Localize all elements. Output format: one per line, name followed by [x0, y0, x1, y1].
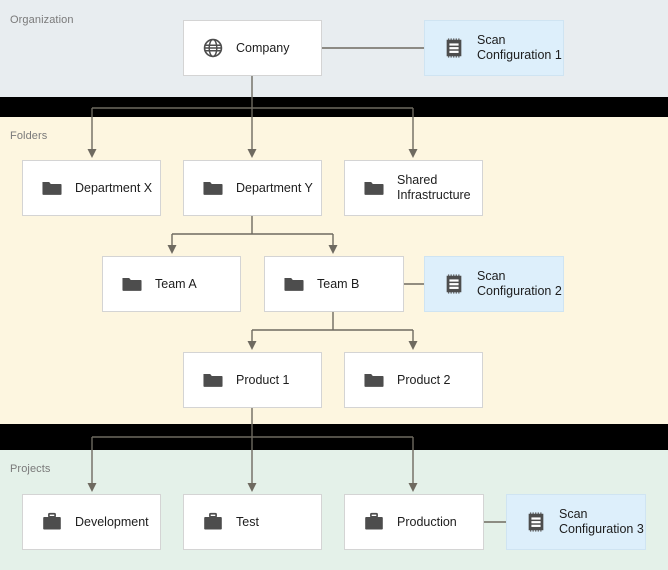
- folder-icon: [203, 374, 223, 387]
- node-label: Department Y: [236, 180, 313, 195]
- node-label: Product 2: [397, 372, 451, 387]
- globe-icon: [203, 38, 223, 58]
- band-organization: [0, 0, 668, 97]
- scan-configuration-icon: [528, 512, 544, 532]
- node-label: Test: [236, 514, 259, 529]
- node-scan-configuration-1[interactable]: Scan Configuration 1: [424, 20, 564, 76]
- node-label: Team B: [317, 276, 360, 291]
- node-label: Development: [75, 514, 149, 529]
- node-shared-infrastructure[interactable]: Shared Infrastructure: [344, 160, 483, 216]
- folder-icon: [42, 182, 62, 195]
- node-production[interactable]: Production: [344, 494, 484, 550]
- node-scan-configuration-2[interactable]: Scan Configuration 2: [424, 256, 564, 312]
- folder-icon: [122, 278, 142, 291]
- node-team-a[interactable]: Team A: [102, 256, 241, 312]
- node-department-y[interactable]: Department Y: [183, 160, 322, 216]
- node-label: Scan Configuration 2: [477, 269, 562, 298]
- node-label: Department X: [75, 180, 153, 195]
- node-department-x[interactable]: Department X: [22, 160, 161, 216]
- scan-configuration-icon: [446, 274, 462, 294]
- node-product-1[interactable]: Product 1: [183, 352, 322, 408]
- node-company[interactable]: Company: [183, 20, 322, 76]
- briefcase-icon: [365, 512, 383, 530]
- node-test[interactable]: Test: [183, 494, 322, 550]
- node-label: Production: [397, 514, 457, 529]
- node-label: Team A: [155, 276, 197, 291]
- band-label-organization: Organization: [10, 14, 74, 26]
- scan-configuration-icon: [446, 38, 462, 58]
- node-label: Scan Configuration 3: [559, 507, 644, 536]
- node-label: Shared Infrastructure: [397, 173, 471, 202]
- folder-icon: [284, 278, 304, 291]
- folder-icon: [203, 182, 223, 195]
- briefcase-icon: [43, 512, 61, 530]
- folder-icon: [364, 182, 384, 195]
- node-team-b[interactable]: Team B: [264, 256, 404, 312]
- node-scan-configuration-3[interactable]: Scan Configuration 3: [506, 494, 646, 550]
- band-label-projects: Projects: [10, 463, 51, 475]
- node-label: Scan Configuration 1: [477, 33, 562, 62]
- node-label: Product 1: [236, 372, 290, 387]
- band-label-folders: Folders: [10, 130, 48, 142]
- briefcase-icon: [204, 512, 222, 530]
- folder-icon: [364, 374, 384, 387]
- node-label: Company: [236, 40, 290, 55]
- node-development[interactable]: Development: [22, 494, 161, 550]
- node-product-2[interactable]: Product 2: [344, 352, 483, 408]
